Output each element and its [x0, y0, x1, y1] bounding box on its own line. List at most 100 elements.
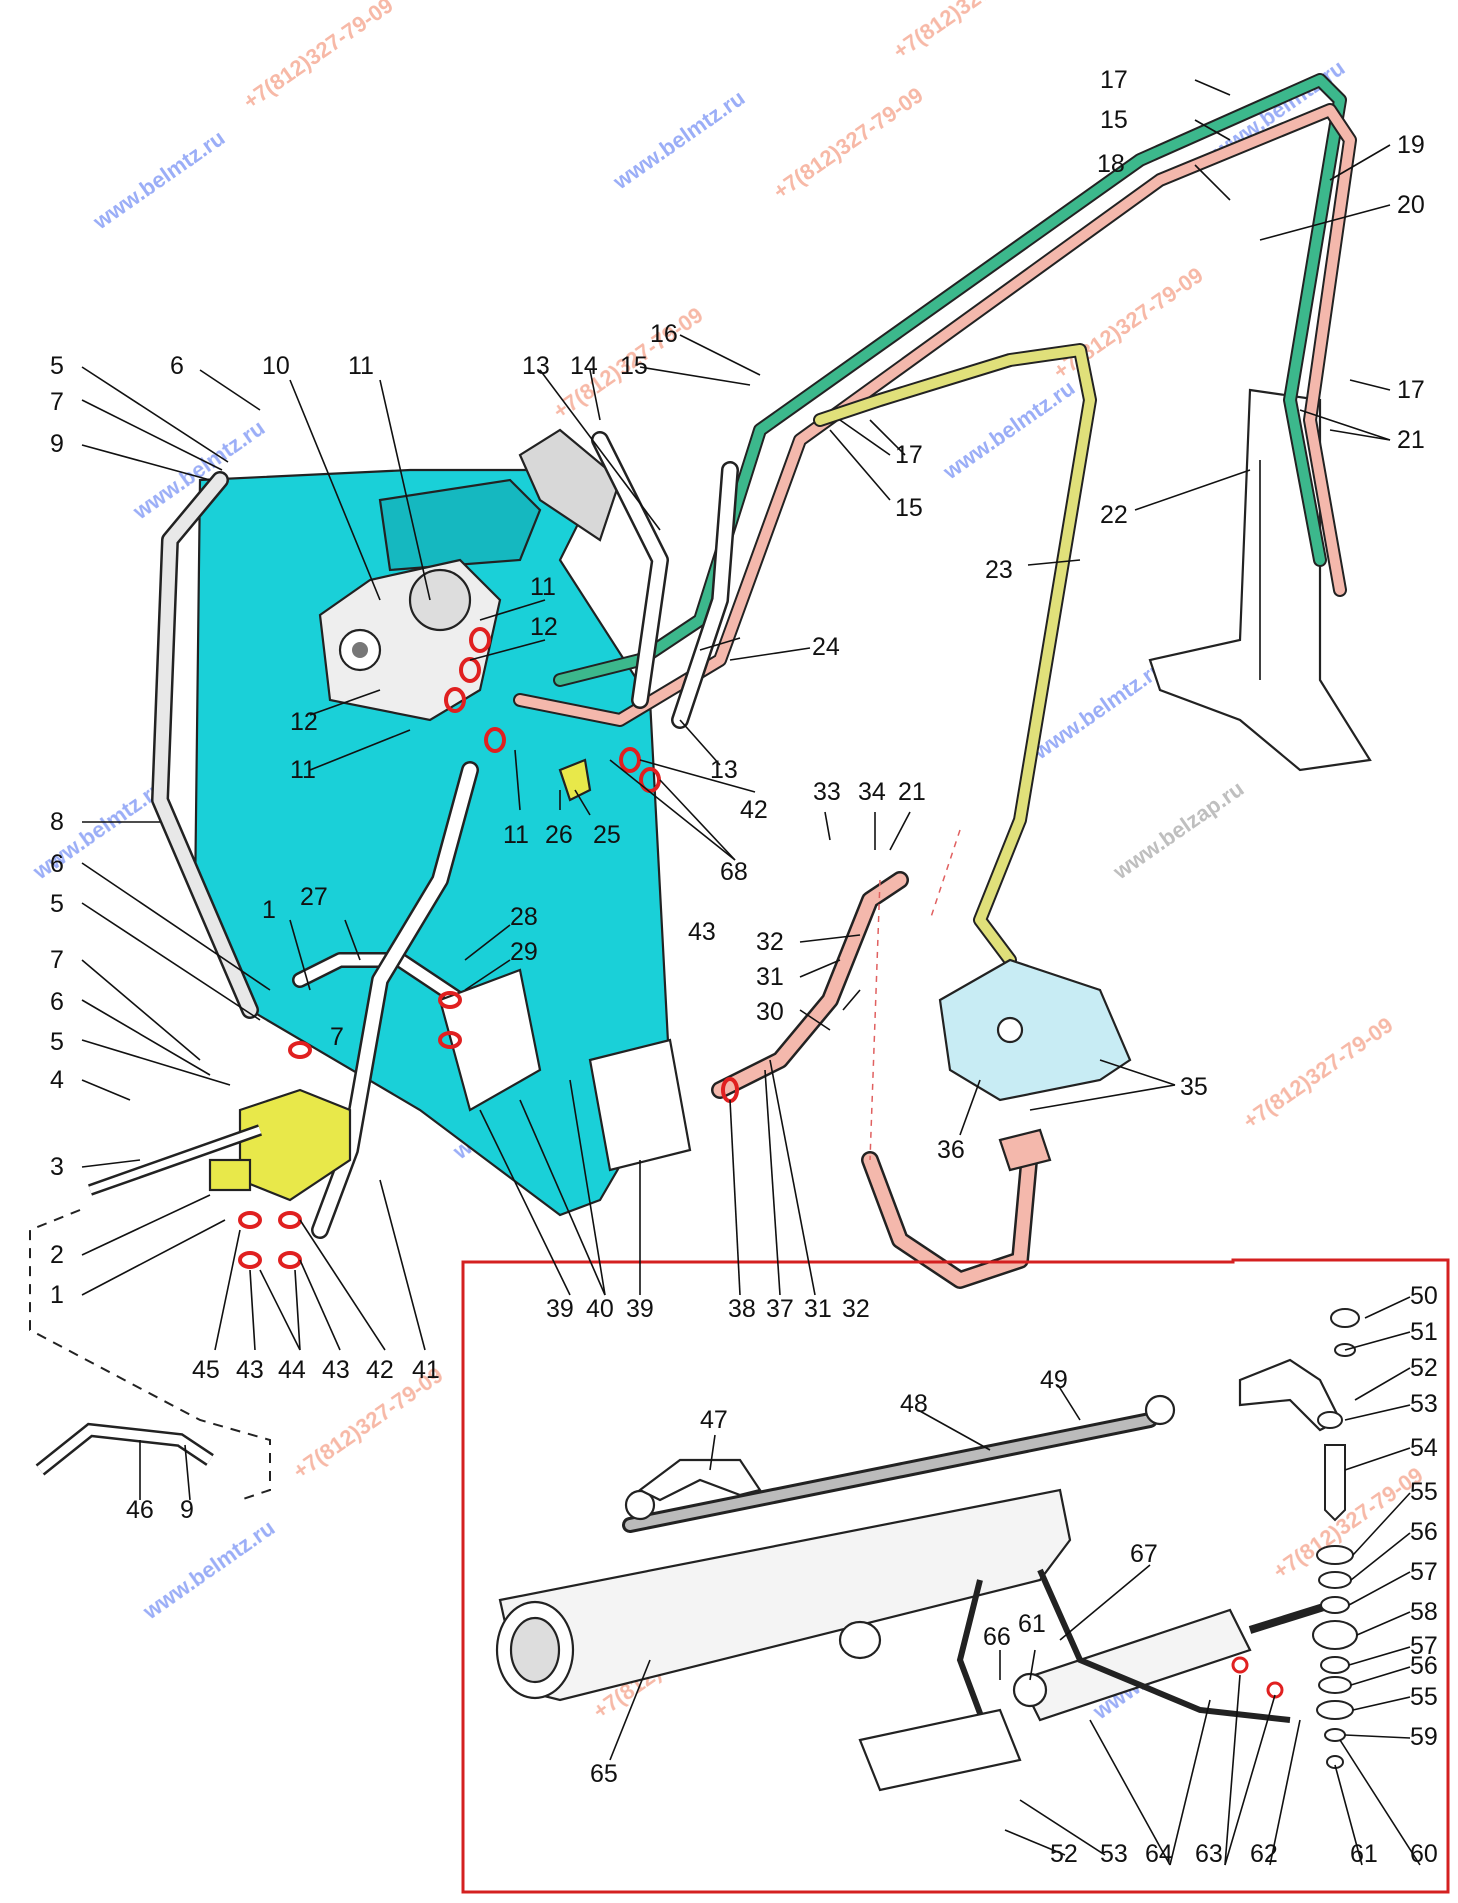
callout-18: 18: [1097, 150, 1125, 178]
callout-5: 5: [50, 890, 64, 918]
callout-20: 20: [1397, 191, 1425, 219]
callout-24: 24: [812, 633, 840, 661]
callout-6: 6: [50, 988, 64, 1016]
callout-52: 52: [1410, 1354, 1438, 1382]
callout-22: 22: [1100, 501, 1128, 529]
callout-63: 63: [1195, 1840, 1223, 1868]
callout-12: 12: [530, 613, 558, 641]
callout-42: 42: [740, 796, 768, 824]
hydraulic-lines: [151, 73, 1357, 1289]
watermark-phone: +7(812)327-79-09: [1239, 1012, 1398, 1134]
watermark-phone: +7(812)327-79-09: [239, 0, 398, 114]
tie-rod-arm: [637, 1458, 762, 1502]
axle-housing: [495, 1488, 1072, 1702]
callout-57: 57: [1410, 1558, 1438, 1586]
bracket-64: [858, 1708, 1022, 1792]
callout-10: 10: [262, 352, 290, 380]
callout-15: 15: [1100, 106, 1128, 134]
callout-13: 13: [710, 756, 738, 784]
callout-31: 31: [804, 1295, 832, 1323]
callout-21: 21: [898, 778, 926, 806]
callout-23: 23: [985, 556, 1013, 584]
callout-46: 46: [126, 1496, 154, 1524]
callout-14: 14: [570, 352, 598, 380]
callout-32: 32: [842, 1295, 870, 1323]
filter-26: [558, 758, 592, 802]
callout-53: 53: [1410, 1390, 1438, 1418]
power-cylinder: [1012, 1601, 1332, 1722]
callout-8: 8: [50, 808, 64, 836]
callout-58: 58: [1410, 1598, 1438, 1626]
callout-11: 11: [503, 821, 529, 849]
callout-21: 21: [1397, 426, 1425, 454]
callout-7: 7: [330, 1023, 344, 1051]
callout-41: 41: [412, 1356, 440, 1384]
callout-32: 32: [756, 928, 784, 956]
callout-9: 9: [180, 1496, 194, 1524]
callout-2: 2: [50, 1241, 64, 1269]
callout-9: 9: [50, 430, 64, 458]
callout-52: 52: [1050, 1840, 1078, 1868]
callout-39: 39: [626, 1295, 654, 1323]
callout-1: 1: [262, 896, 276, 924]
callout-26: 26: [545, 821, 573, 849]
callout-1: 1: [50, 1281, 64, 1309]
watermark-phone: +7(812)327-79-09: [1269, 1462, 1428, 1584]
callout-5: 5: [50, 1028, 64, 1056]
callout-37: 37: [766, 1295, 794, 1323]
callout-33: 33: [813, 778, 841, 806]
callout-60: 60: [1410, 1840, 1438, 1868]
watermark-site: www.belmtz.ru: [938, 375, 1080, 485]
watermark-site: www.belmtz.ru: [138, 1515, 280, 1625]
callout-43: 43: [688, 918, 716, 946]
callout-65: 65: [590, 1760, 618, 1788]
dashed-group-outline: [29, 1209, 271, 1501]
callout-45: 45: [192, 1356, 220, 1384]
callout-27: 27: [300, 883, 328, 911]
watermark-phone: +7(812)327-79-09: [889, 0, 1048, 64]
callout-59: 59: [1410, 1723, 1438, 1751]
callout-35: 35: [1180, 1073, 1208, 1101]
watermark-site: www.belmtz.ru: [608, 85, 750, 195]
callout-3: 3: [50, 1153, 64, 1181]
callout-67: 67: [1130, 1540, 1158, 1568]
callout-62: 62: [1250, 1840, 1278, 1868]
callout-64: 64: [1145, 1840, 1173, 1868]
callout-15: 15: [895, 494, 923, 522]
callout-50: 50: [1410, 1282, 1438, 1310]
callout-61: 61: [1350, 1840, 1378, 1868]
oil-tank: [193, 428, 672, 1217]
callout-53: 53: [1100, 1840, 1128, 1868]
callout-4: 4: [50, 1066, 64, 1094]
callout-11: 11: [530, 573, 556, 601]
hydraulic-pump: [938, 958, 1132, 1172]
callout-17: 17: [1397, 376, 1425, 404]
callout-31: 31: [756, 963, 784, 991]
callout-12: 12: [290, 708, 318, 736]
callout-7: 7: [50, 946, 64, 974]
callout-17: 17: [1100, 66, 1128, 94]
callout-15: 15: [620, 352, 648, 380]
callout-6: 6: [170, 352, 184, 380]
inset-frame: [461, 1258, 1450, 1894]
callout-56: 56: [1410, 1652, 1438, 1680]
callout-47: 47: [700, 1406, 728, 1434]
callout-6: 6: [50, 850, 64, 878]
callout-30: 30: [756, 998, 784, 1026]
callout-16: 16: [650, 320, 678, 348]
callout-38: 38: [728, 1295, 756, 1323]
callout-57: 57: [1410, 1632, 1438, 1660]
callout-61: 61: [1018, 1610, 1046, 1638]
callout-55: 55: [1410, 1683, 1438, 1711]
callout-13: 13: [522, 352, 550, 380]
distributor-valve: [88, 1088, 352, 1202]
hose-67: [1037, 1568, 1291, 1723]
callout-43: 43: [236, 1356, 264, 1384]
leader-lines: [81, 79, 1421, 1866]
callout-44: 44: [278, 1356, 306, 1384]
callout-40: 40: [586, 1295, 614, 1323]
callout-48: 48: [900, 1390, 928, 1418]
callout-66: 66: [983, 1623, 1011, 1651]
callout-34: 34: [858, 778, 886, 806]
